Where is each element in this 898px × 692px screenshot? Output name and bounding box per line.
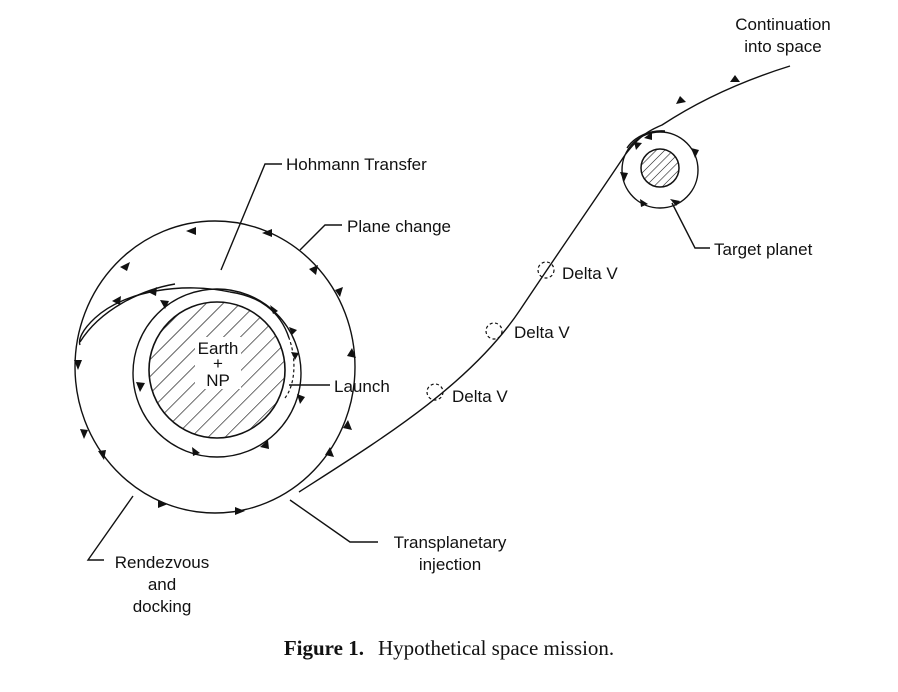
target-planet-leader (671, 202, 710, 249)
continuation-label-line1: Continuation (735, 15, 830, 34)
plane-change-label: Plane change (347, 217, 451, 236)
earth-np-label: NP (206, 371, 230, 390)
delta-v-marker-2 (485, 322, 503, 340)
earth-label: Earth (198, 339, 239, 358)
target-arrival-path (626, 130, 666, 149)
transplanetary-leader (289, 499, 378, 543)
target-planet-orbit (621, 131, 699, 209)
earth-plus: + (213, 354, 223, 373)
delta-v-label-1: Delta V (562, 264, 618, 283)
delta-v-marker-3 (426, 383, 444, 401)
transplanetary-trajectory (298, 65, 791, 493)
delta-v-marker-1 (537, 261, 555, 279)
plane-change-leader (299, 224, 342, 251)
earth-body (148, 301, 286, 439)
rendezvous-label-line3: docking (133, 597, 192, 616)
delta-v-label-3: Delta V (452, 387, 508, 406)
outer-orbit (74, 220, 356, 514)
continuation-label-line2: into space (744, 37, 822, 56)
launch-label: Launch (334, 377, 390, 396)
rendezvous-label-line1: Rendezvous (115, 553, 210, 572)
hohmann-transfer-path (78, 287, 231, 346)
direction-arrows (74, 75, 740, 515)
figure-number: Figure 1. (283, 636, 364, 660)
target-planet-body (640, 148, 680, 188)
target-planet-label: Target planet (714, 240, 813, 259)
figure-caption-text: Hypothetical space mission. (377, 636, 615, 660)
delta-v-label-2: Delta V (514, 323, 570, 342)
hohmann-transfer-path-2 (79, 283, 176, 343)
rendezvous-label-line2: and (148, 575, 176, 594)
transplanetary-label-line1: Transplanetary (394, 533, 507, 552)
hohmann-transfer-label: Hohmann Transfer (286, 155, 427, 174)
launch-ascent-path (284, 337, 295, 399)
launch-ascent-path-2 (229, 291, 290, 339)
rendezvous-leader (86, 495, 134, 561)
hohmann-leader (220, 163, 282, 271)
figure-caption: Figure 1. Hypothetical space mission. (0, 636, 898, 661)
transplanetary-label-line2: injection (419, 555, 481, 574)
